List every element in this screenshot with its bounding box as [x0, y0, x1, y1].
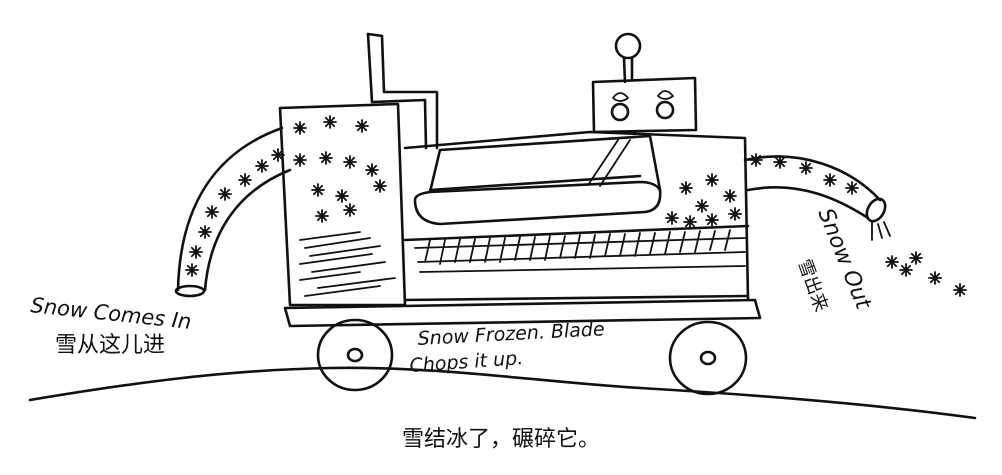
- snowflake-mark: [749, 153, 763, 167]
- snowflake-mark: [218, 187, 232, 201]
- snowflake-mark: [773, 155, 787, 169]
- snow-in-label: Snow Comes In: [29, 293, 192, 334]
- ground-line: [28, 366, 977, 420]
- snowflake-mark: [355, 119, 369, 133]
- snowflake-mark: [343, 155, 357, 169]
- wheel-right: [668, 320, 748, 396]
- intake-hose: [174, 126, 292, 298]
- outlet-hose: [743, 155, 891, 241]
- chimney-pipe: [366, 32, 439, 150]
- snowflake-mark: [198, 225, 212, 239]
- snowflake-mark: [315, 209, 329, 223]
- snowflake-mark: [323, 115, 337, 129]
- snowflake-mark: [293, 121, 307, 135]
- snowflakes: [185, 115, 967, 297]
- snowflake-mark: [728, 207, 742, 221]
- snowflake-mark: [799, 161, 813, 175]
- snowflake-mark: [365, 163, 379, 177]
- blade-hatching: [414, 229, 746, 273]
- snowflake-mark: [665, 211, 679, 225]
- gauge-left: [610, 92, 630, 122]
- snowflake-mark: [909, 251, 923, 265]
- snowflake-mark: [823, 173, 837, 187]
- gauge-right: [655, 90, 675, 120]
- snowflake-mark: [189, 245, 203, 259]
- snowflake-mark: [928, 271, 942, 285]
- snowflake-mark: [293, 153, 307, 167]
- snowflake-mark: [255, 159, 269, 173]
- snowflake-mark: [683, 215, 697, 229]
- snowflake-mark: [311, 183, 325, 197]
- snowflake-mark: [373, 179, 387, 193]
- frozen-snow-scribble: [299, 231, 396, 297]
- cart-platform: [283, 298, 762, 328]
- blade-drum: [413, 134, 662, 226]
- snow-in-chinese-label: 雪从这儿进: [55, 333, 165, 358]
- frozen-label-line2: Chops it up.: [409, 347, 524, 377]
- snowflake-mark: [335, 189, 349, 203]
- snowflake-mark: [723, 189, 737, 203]
- snowflake-mark: [885, 255, 899, 269]
- control-box: [591, 32, 698, 134]
- snowflake-mark: [695, 199, 709, 213]
- snowflake-mark: [205, 205, 219, 219]
- snowflake-mark: [343, 203, 357, 217]
- snowflake-mark: [705, 173, 719, 187]
- snowflake-mark: [185, 263, 199, 277]
- wheel-left: [316, 318, 394, 392]
- snowflake-mark: [953, 283, 967, 297]
- snowflake-mark: [705, 213, 719, 227]
- snow-out-chinese-label: 雪出来: [793, 257, 831, 315]
- bottom-chinese-caption: 雪结冰了，碾碎它。: [402, 427, 600, 452]
- snowflake-mark: [238, 173, 252, 187]
- snowflake-mark: [271, 148, 285, 162]
- snowflake-mark: [845, 181, 859, 195]
- snowflake-mark: [319, 151, 333, 165]
- snowflake-mark: [899, 263, 913, 277]
- snowflake-mark: [679, 181, 693, 195]
